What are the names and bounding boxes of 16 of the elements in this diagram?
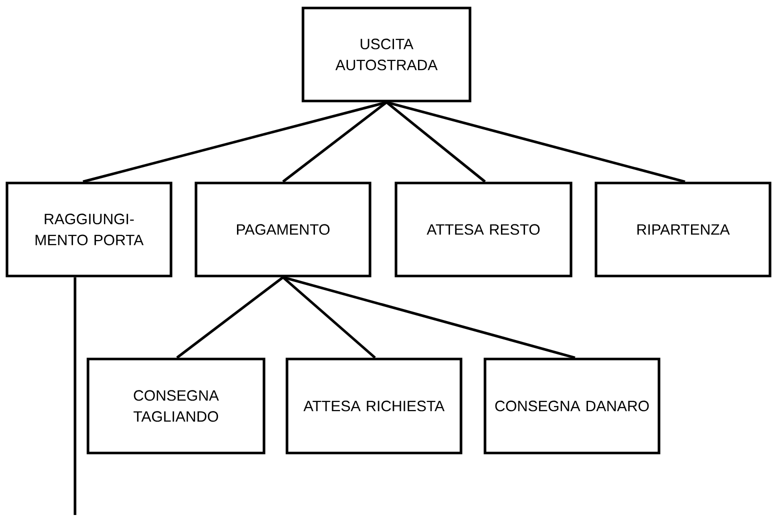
process-box: ATTESA RESTO bbox=[394, 182, 572, 278]
process-box: ATTESA RICHIESTA bbox=[286, 358, 462, 454]
connector-line bbox=[282, 101, 388, 183]
connector-line bbox=[282, 276, 576, 359]
connector-line bbox=[386, 101, 486, 183]
process-box: CONSEGNA TAGLIANDO bbox=[86, 358, 266, 454]
connector-line bbox=[176, 276, 284, 359]
process-box: PAGAMENTO bbox=[194, 182, 372, 278]
connector-line bbox=[282, 276, 376, 359]
process-box: USCITA AUTOSTRADA bbox=[302, 6, 472, 102]
process-box: RIPARTENZA bbox=[594, 182, 772, 278]
connector-line bbox=[386, 101, 686, 183]
process-box: RAGGIUNGI- MENTO PORTA bbox=[6, 182, 172, 278]
process-box: CONSEGNA DANARO bbox=[484, 358, 660, 454]
connector-line bbox=[82, 101, 387, 183]
connector-line bbox=[74, 277, 76, 515]
